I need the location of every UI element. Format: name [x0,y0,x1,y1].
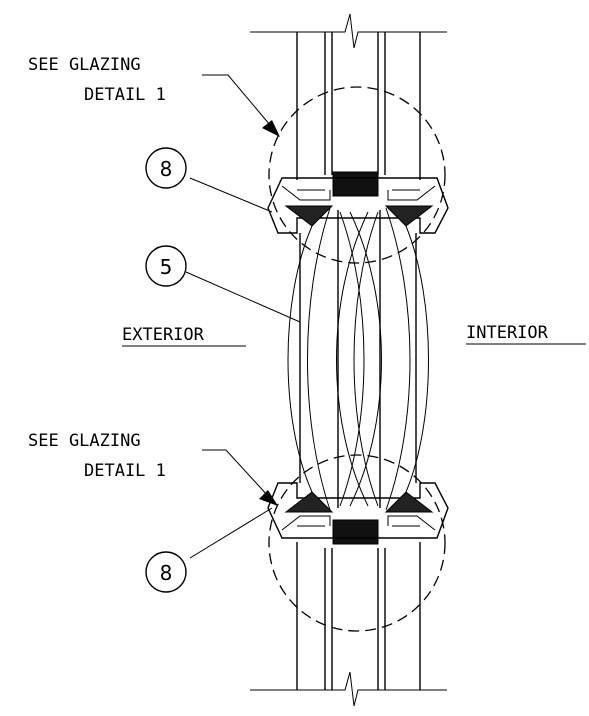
interior-label: INTERIOR [466,323,549,343]
top-gaskets [284,205,434,227]
bottom-setting-block [332,519,379,545]
see-glazing-top-line1: SEE GLAZING [28,55,141,75]
lower-frame [296,542,421,690]
callout-8-top: 8 [145,147,187,189]
bottom-glazing-cap [267,482,449,539]
top-see-glazing-leader [202,74,280,137]
top-setting-block [332,171,379,197]
callout-8-bottom: 8 [145,551,187,593]
exterior-label: EXTERIOR [122,325,205,345]
bottom-see-glazing-leader [202,449,278,506]
center-glass-unit [287,207,429,511]
see-glazing-bottom-line1: SEE GLAZING [28,431,141,451]
upper-frame [296,32,421,180]
bottom-callout-8-leader [189,507,273,559]
bottom-break-line [250,671,447,707]
top-detail-circle [268,86,446,264]
see-glazing-bottom-line2: DETAIL 1 [84,461,166,481]
top-break-line [250,13,447,49]
top-callout-8-leader [189,177,273,213]
callout-5-label: 5 [160,255,173,279]
callout-5-center: 5 [145,245,187,287]
bottom-gaskets [284,491,434,513]
see-glazing-top-line2: DETAIL 1 [84,85,166,105]
callout-8-top-label: 8 [160,157,173,181]
callout-8-bottom-label: 8 [160,561,173,585]
center-callout-5-leader [185,271,301,323]
bottom-detail-circle [268,454,446,632]
